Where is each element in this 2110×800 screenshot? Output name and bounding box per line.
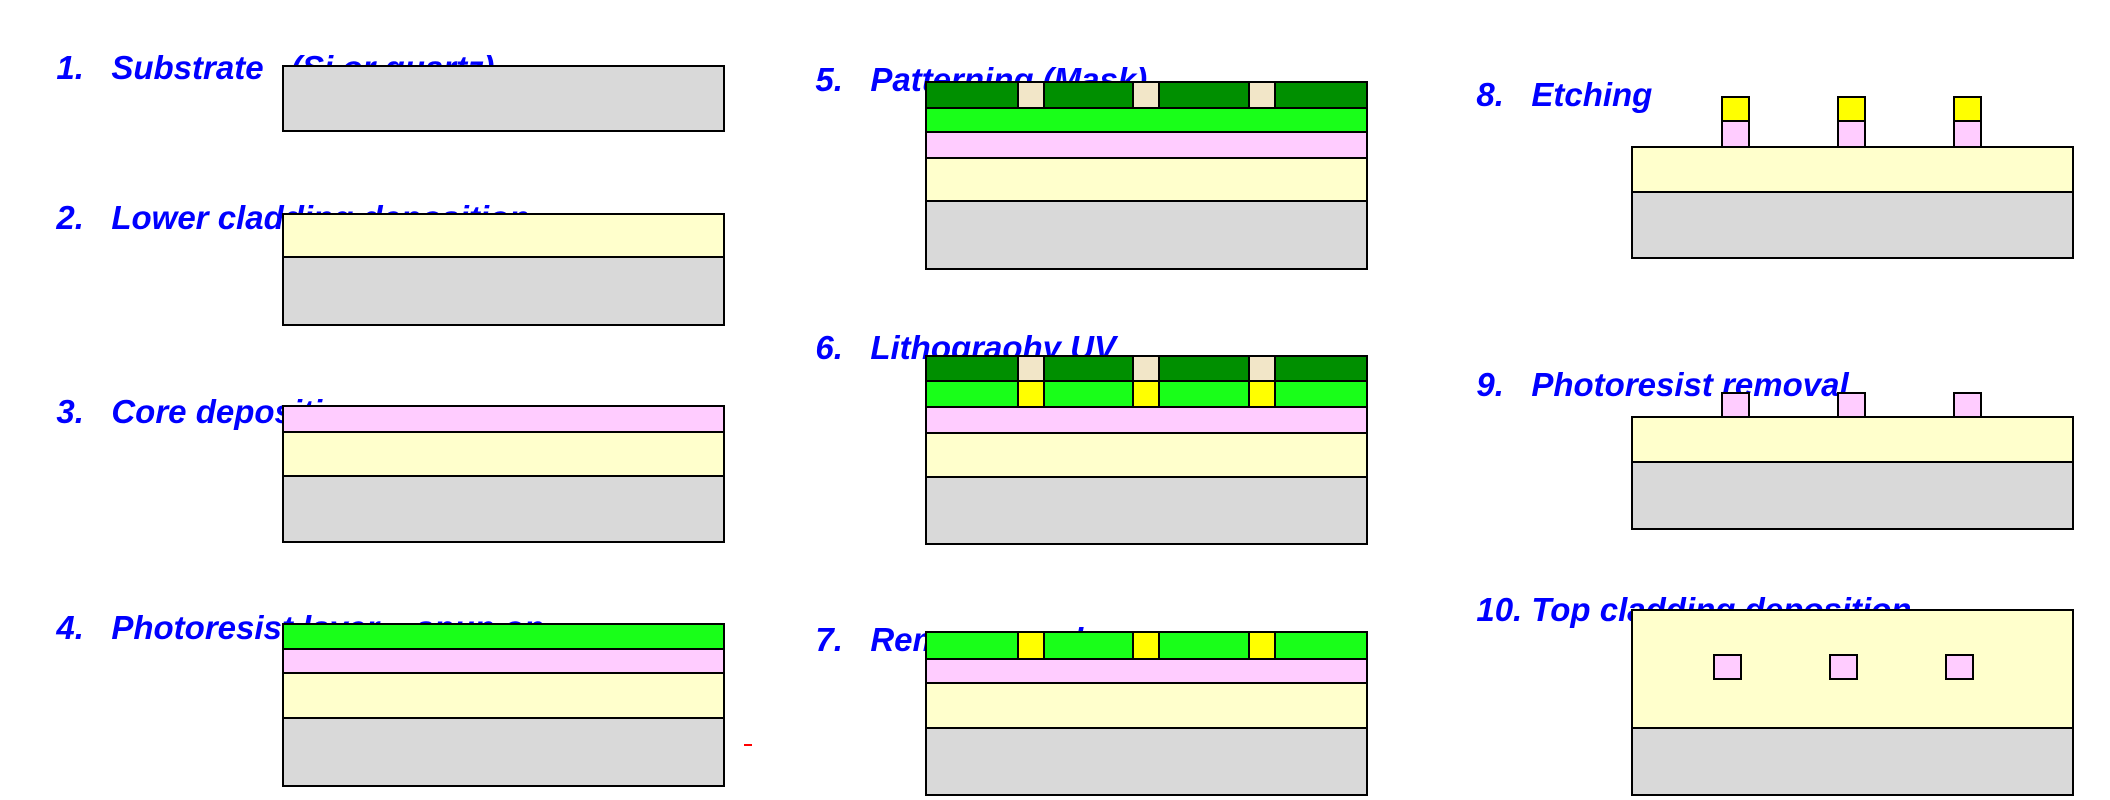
resist-cap: [1721, 96, 1750, 122]
step-9-number: 9.: [1476, 366, 1504, 403]
substrate-layer: [1631, 191, 2074, 259]
substrate-layer: [282, 65, 725, 132]
lower-cladding-layer: [1631, 416, 2074, 463]
exposed-resist: [1132, 380, 1160, 408]
substrate-layer: [282, 256, 725, 326]
step-3-label: Core deposition: [111, 393, 363, 430]
buried-core: [1945, 654, 1974, 680]
core-ridge: [1953, 392, 1982, 418]
core-layer: [925, 131, 1368, 159]
mask-window: [1017, 81, 1045, 109]
mask-window: [1248, 355, 1276, 382]
step-9-label: Photoresist removal: [1531, 366, 1849, 403]
step-3-number: 3.: [56, 393, 84, 430]
lower-cladding-layer: [925, 682, 1368, 729]
step-8-number: 8.: [1476, 76, 1504, 113]
mask-window: [1017, 355, 1045, 382]
core-layer: [925, 406, 1368, 434]
step-2-number: 2.: [56, 199, 84, 236]
step-8-title: 8. Etching: [1458, 45, 1652, 111]
mask-window: [1248, 81, 1276, 109]
exposed-resist: [1132, 631, 1160, 660]
exposed-resist: [1248, 380, 1276, 408]
exposed-resist: [1017, 380, 1045, 408]
core-layer: [925, 658, 1368, 684]
step-10-number: 10.: [1476, 591, 1523, 628]
step-8-label: Etching: [1531, 76, 1653, 113]
core-layer: [282, 405, 725, 433]
substrate-layer: [282, 475, 725, 543]
buried-core: [1829, 654, 1858, 680]
mask-window: [1132, 355, 1160, 382]
core-ridge: [1721, 392, 1750, 418]
photoresist-layer: [925, 107, 1368, 133]
stray-mark: [744, 744, 752, 746]
step-1-number: 1.: [56, 49, 84, 86]
step-6-number: 6.: [815, 329, 843, 366]
lower-cladding-layer: [282, 213, 725, 258]
substrate-layer: [925, 476, 1368, 545]
lower-cladding-layer: [1631, 146, 2074, 193]
mask-window: [1132, 81, 1160, 109]
exposed-resist: [1248, 631, 1276, 660]
lower-cladding-layer: [925, 432, 1368, 478]
resist-cap: [1953, 96, 1982, 122]
core-ridge: [1837, 120, 1866, 148]
lower-cladding-layer: [925, 157, 1368, 202]
core-ridge: [1721, 120, 1750, 148]
core-ridge: [1837, 392, 1866, 418]
substrate-layer: [282, 717, 725, 787]
substrate-layer: [1631, 461, 2074, 530]
core-ridge: [1953, 120, 1982, 148]
step-5-number: 5.: [815, 61, 843, 98]
lower-cladding-layer: [282, 431, 725, 477]
substrate-layer: [1631, 727, 2074, 796]
core-layer: [282, 648, 725, 674]
resist-cap: [1837, 96, 1866, 122]
step-3-title: 3. Core deposition: [38, 362, 363, 430]
substrate-layer: [925, 200, 1368, 270]
exposed-resist: [1017, 631, 1045, 660]
buried-core: [1713, 654, 1742, 680]
step-9-title: 9. Photoresist removal: [1458, 335, 1849, 403]
substrate-layer: [925, 727, 1368, 796]
step-7-number: 7.: [815, 621, 843, 658]
step-4-number: 4.: [56, 609, 84, 646]
lower-cladding-layer: [282, 672, 725, 719]
photoresist-layer: [282, 623, 725, 650]
